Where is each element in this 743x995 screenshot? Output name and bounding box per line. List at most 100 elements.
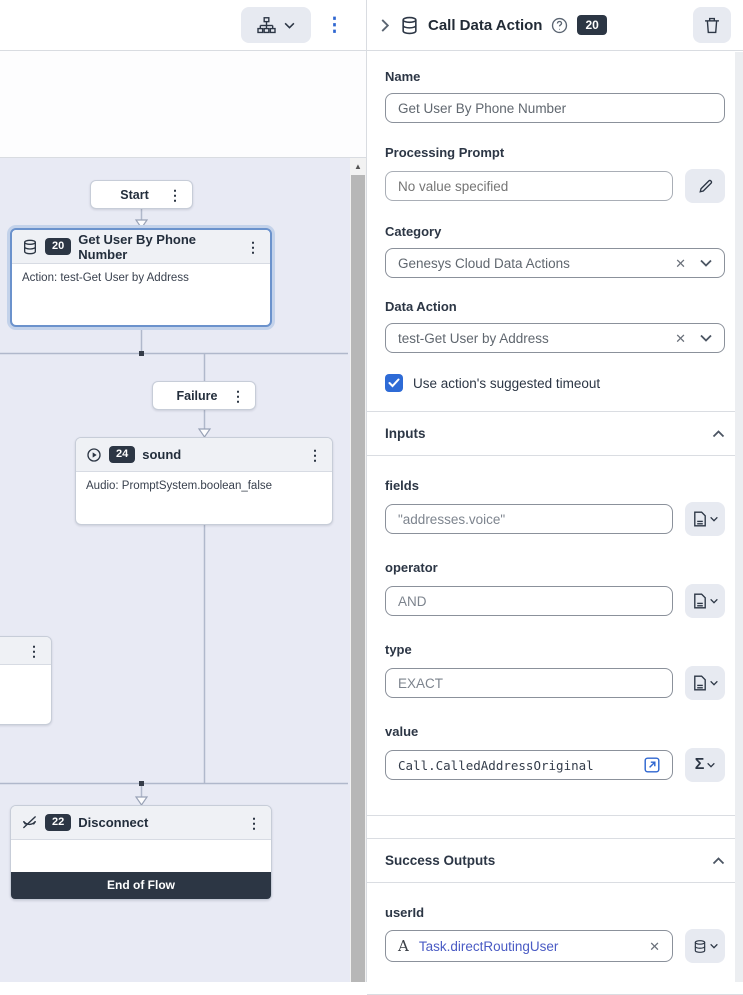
literal-mode-button[interactable] bbox=[685, 666, 725, 700]
chevron-down-icon bbox=[707, 762, 716, 768]
node-id-badge: 24 bbox=[109, 446, 136, 463]
kebab-menu-icon[interactable]: ⋮ bbox=[308, 446, 322, 463]
canvas-toolbar: ⋮ bbox=[0, 0, 366, 51]
partial-node[interactable]: ⋮ bbox=[0, 636, 52, 725]
divider bbox=[367, 838, 743, 839]
kebab-menu-icon[interactable]: ⋮ bbox=[246, 238, 260, 255]
literal-text-icon: A bbox=[398, 937, 409, 955]
edit-prompt-button[interactable] bbox=[685, 169, 725, 203]
panel-title: Call Data Action bbox=[428, 16, 543, 34]
canvas-top-gutter bbox=[0, 51, 366, 158]
category-label: Category bbox=[385, 224, 442, 239]
processing-prompt-input[interactable] bbox=[385, 171, 673, 201]
node-header: 22 Disconnect ⋮ bbox=[11, 806, 271, 840]
expression-mode-button[interactable]: Σ bbox=[685, 748, 725, 782]
node-header: 24 sound ⋮ bbox=[76, 438, 332, 472]
node-title: Disconnect bbox=[78, 815, 149, 830]
category-select[interactable]: Genesys Cloud Data Actions ✕ bbox=[385, 248, 725, 278]
database-icon bbox=[693, 939, 707, 954]
org-chart-icon bbox=[257, 16, 276, 34]
fields-input[interactable] bbox=[385, 504, 673, 534]
chevron-right-icon[interactable] bbox=[381, 18, 389, 32]
chevron-down-icon bbox=[709, 516, 718, 522]
clear-icon[interactable]: ✕ bbox=[675, 330, 686, 346]
variable-mode-button[interactable] bbox=[685, 929, 725, 963]
timeout-checkbox-label: Use action's suggested timeout bbox=[413, 375, 601, 391]
disconnect-node[interactable]: 22 Disconnect ⋮ End of Flow bbox=[10, 805, 272, 900]
literal-mode-button[interactable] bbox=[685, 502, 725, 536]
play-audio-node[interactable]: 24 sound ⋮ Audio: PromptSystem.boolean_f… bbox=[75, 437, 333, 525]
canvas-menu-icon[interactable]: ⋮ bbox=[325, 14, 344, 36]
node-body-text: Action: test-Get User by Address bbox=[22, 272, 189, 284]
flow-view-button[interactable] bbox=[241, 7, 311, 43]
document-icon bbox=[693, 675, 707, 691]
value-expression-input[interactable]: Call.CalledAddressOriginal bbox=[385, 750, 673, 780]
delete-action-button[interactable] bbox=[693, 7, 731, 43]
divider bbox=[367, 815, 743, 816]
timeout-checkbox[interactable] bbox=[385, 374, 403, 392]
success-outputs-section-header[interactable]: Success Outputs bbox=[367, 839, 743, 882]
chevron-up-icon[interactable] bbox=[712, 429, 725, 438]
success-outputs-title: Success Outputs bbox=[385, 853, 496, 868]
failure-branch-label: Failure bbox=[176, 388, 218, 403]
database-icon bbox=[400, 16, 419, 35]
node-body-text: Audio: PromptSystem.boolean_false bbox=[86, 480, 273, 492]
panel-header: Call Data Action 20 bbox=[367, 0, 743, 51]
node-title: Get User By Phone Number bbox=[78, 231, 197, 262]
kebab-menu-icon[interactable]: ⋮ bbox=[27, 642, 41, 659]
name-input[interactable] bbox=[385, 93, 725, 123]
canvas-scrollbar[interactable]: ▲ bbox=[350, 158, 366, 982]
data-action-select[interactable]: test-Get User by Address ✕ bbox=[385, 323, 725, 353]
category-value: Genesys Cloud Data Actions bbox=[398, 255, 570, 271]
chevron-down-icon bbox=[709, 598, 718, 604]
action-properties-panel: Call Data Action 20 Name Processing Prom… bbox=[366, 0, 743, 995]
end-of-flow-label: End of Flow bbox=[11, 872, 271, 899]
pencil-icon bbox=[698, 179, 713, 194]
userid-variable-input[interactable]: A Task.directRoutingUser ✕ bbox=[385, 930, 673, 962]
node-title: sound bbox=[142, 447, 182, 462]
scroll-up-icon[interactable]: ▲ bbox=[354, 162, 362, 171]
operator-label: operator bbox=[385, 560, 438, 575]
chevron-up-icon[interactable] bbox=[712, 856, 725, 865]
operator-input[interactable] bbox=[385, 586, 673, 616]
start-node[interactable]: Start ⋮ bbox=[90, 180, 193, 209]
call-data-action-node[interactable]: 20 Get User By Phone Number ⋮ Action: te… bbox=[10, 228, 272, 327]
help-icon[interactable] bbox=[551, 17, 568, 34]
database-icon bbox=[22, 239, 38, 255]
open-in-new-icon[interactable] bbox=[644, 757, 660, 773]
scrollbar-thumb[interactable] bbox=[351, 175, 365, 982]
userid-variable-text: Task.directRoutingUser bbox=[418, 938, 559, 954]
kebab-menu-icon[interactable]: ⋮ bbox=[231, 387, 245, 404]
chevron-down-icon[interactable] bbox=[700, 259, 712, 267]
section-gap bbox=[367, 816, 743, 838]
chevron-down-icon[interactable] bbox=[700, 334, 712, 342]
type-input[interactable] bbox=[385, 668, 673, 698]
data-action-value: test-Get User by Address bbox=[398, 330, 549, 346]
flow-canvas[interactable]: Start ⋮ 20 Get User By Phone Number ⋮ Ac… bbox=[0, 158, 366, 982]
clear-icon[interactable]: ✕ bbox=[675, 255, 686, 271]
node-id-badge: 20 bbox=[45, 238, 72, 255]
inputs-section-header[interactable]: Inputs bbox=[367, 412, 743, 455]
kebab-menu-icon[interactable]: ⋮ bbox=[168, 186, 182, 203]
value-label: value bbox=[385, 724, 419, 739]
start-node-label: Start bbox=[120, 187, 149, 202]
kebab-menu-icon[interactable]: ⋮ bbox=[247, 814, 261, 831]
literal-mode-button[interactable] bbox=[685, 584, 725, 618]
node-header: 20 Get User By Phone Number ⋮ bbox=[12, 230, 270, 264]
disconnect-icon bbox=[21, 814, 38, 831]
sigma-icon: Σ bbox=[694, 756, 705, 773]
name-label: Name bbox=[385, 69, 421, 84]
panel-scrollbar[interactable] bbox=[735, 52, 743, 982]
node-header: ⋮ bbox=[0, 637, 51, 665]
processing-prompt-label: Processing Prompt bbox=[385, 145, 505, 160]
clear-icon[interactable]: ✕ bbox=[649, 938, 660, 954]
node-id-badge: 22 bbox=[45, 814, 72, 831]
failure-branch-node[interactable]: Failure ⋮ bbox=[152, 381, 256, 410]
chevron-down-icon bbox=[709, 680, 718, 686]
userid-label: userId bbox=[385, 905, 425, 920]
chevron-down-icon bbox=[709, 943, 718, 949]
divider bbox=[367, 411, 743, 412]
data-action-label: Data Action bbox=[385, 299, 457, 314]
play-circle-icon bbox=[86, 447, 102, 463]
action-id-badge: 20 bbox=[577, 15, 607, 35]
